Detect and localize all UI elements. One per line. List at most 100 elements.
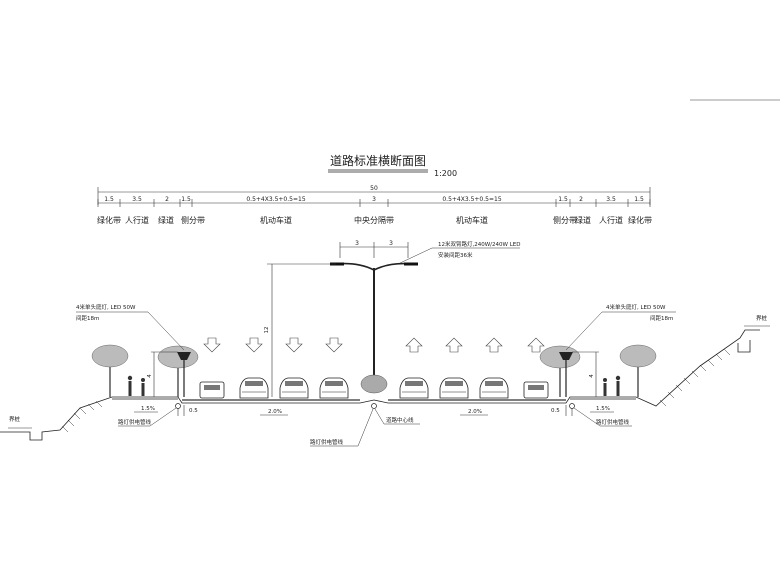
arrow-down-icon (203, 337, 221, 353)
segment-label: 3 (372, 196, 376, 203)
road-centerline-annotation: 道路中心线 (374, 408, 420, 425)
right-side-lamp (559, 352, 573, 397)
left-pole-height: 4 (147, 374, 153, 378)
left-boundary-marker: 界桩 (8, 415, 32, 429)
car-window (445, 381, 463, 386)
car-window (204, 385, 220, 390)
car-window (245, 381, 263, 386)
car-icon (199, 381, 225, 399)
traffic-direction-arrows-left (203, 337, 343, 353)
segment-label: 2 (165, 196, 169, 203)
median-dimension: 3 3 (339, 240, 409, 258)
segment-label: 3.5 (132, 196, 142, 203)
tree-icon (539, 345, 581, 397)
segment-label: 1.5 (181, 196, 191, 203)
car-icon (523, 381, 549, 399)
segment-label: 1.5 (558, 196, 568, 203)
center-pole-height-dimension: 12 (264, 263, 336, 397)
pedestrian-icon (127, 375, 133, 396)
arrow-up-icon (527, 337, 545, 353)
zone-label-side-divider: 侧分带 (181, 215, 205, 225)
left-offset: 0.5 (189, 408, 198, 414)
left-carriage-slope: 2.0% (268, 409, 282, 415)
shrub-icon (360, 374, 388, 394)
center-conduit-annotation: 路灯供电管线 (310, 408, 374, 447)
segment-label: 3.5 (606, 196, 616, 203)
center-lamp-spacing: 安装间距36米 (438, 251, 473, 259)
total-width-label: 50 (370, 185, 378, 192)
car-icon (279, 377, 309, 399)
arrow-down-icon (285, 337, 303, 353)
zone-label-carriageway: 机动车道 (456, 215, 488, 225)
right-pole-height-dimension: 4 (572, 351, 599, 397)
right-sidewalk-slope: 1.5% (596, 406, 610, 412)
right-carriage-slope: 2.0% (468, 409, 482, 415)
car-window (485, 381, 503, 386)
conduit-markers (175, 403, 575, 409)
pedestrian-icon (615, 375, 621, 396)
center-lamp-spec: 12米双臂路灯,240W/240W LED (438, 240, 521, 248)
car-icon (479, 377, 509, 399)
segment-label: 2 (579, 196, 583, 203)
right-offset: 0.5 (551, 408, 560, 414)
left-pole-height-dimension: 4 (147, 351, 178, 397)
drawing-scale: 1:200 (434, 169, 457, 178)
left-lamp-spec: 4米单头庭灯, LED 50W (76, 303, 136, 311)
arrow-up-icon (485, 337, 503, 353)
segment-label: 0.5+4X3.5+0.5=15 (246, 196, 305, 203)
left-boundary-label: 界桩 (9, 415, 21, 423)
car-window (528, 385, 544, 390)
zone-label-green-belt: 绿化带 (97, 215, 121, 225)
car-window (285, 381, 303, 386)
median-dim-right: 3 (389, 240, 393, 247)
arrow-down-icon (325, 337, 343, 353)
center-double-arm-lamp (330, 262, 418, 382)
segment-label: 1.5 (634, 196, 644, 203)
right-pole-height: 4 (589, 374, 595, 378)
zone-label-sidewalk: 人行道 (125, 215, 149, 225)
arrow-down-icon (245, 337, 263, 353)
left-conduit-annotation: 路灯供电管线 (118, 407, 177, 427)
cyclist-icon (141, 378, 145, 396)
cyclist-icon (603, 378, 607, 396)
arrow-up-icon (405, 337, 423, 353)
right-boundary-marker: 界桩 (744, 314, 770, 327)
zone-label-green-belt: 绿化带 (628, 215, 652, 225)
left-lamp-spacing: 间距18m (76, 314, 99, 322)
road-profile (0, 329, 760, 441)
car-window (405, 381, 423, 386)
car-icon (239, 377, 269, 399)
vehicles (199, 377, 549, 399)
left-conduit-label: 路灯供电管线 (118, 418, 152, 426)
car-window (325, 381, 343, 386)
drawing-title: 道路标准横断面图 (330, 153, 426, 168)
median-dim-left: 3 (355, 240, 359, 247)
car-icon (439, 377, 469, 399)
right-conduit-label: 路灯供电管线 (596, 418, 630, 426)
traffic-direction-arrows-right (405, 337, 545, 353)
car-icon (319, 377, 349, 399)
zone-label-greenway: 绿道 (575, 215, 591, 225)
zone-label-central-median: 中央分隔带 (354, 215, 394, 225)
segment-ticks (97, 199, 651, 207)
tree-icon (619, 344, 657, 397)
right-conduit-annotation: 路灯供电管线 (573, 407, 632, 427)
right-boundary-label: 界桩 (756, 314, 768, 322)
center-pole-height: 12 (264, 327, 270, 334)
center-conduit-label: 路灯供电管线 (310, 438, 344, 446)
segment-labels: 1.5 3.5 2 1.5 0.5+4X3.5+0.5=15 3 0.5+4X3… (104, 196, 644, 203)
road-centerline-label: 道路中心线 (386, 416, 414, 424)
tree-icon (91, 344, 129, 397)
right-lamp-annotation: 4米单头庭灯, LED 50W 间距18m (565, 303, 676, 351)
tree-icon (157, 345, 199, 397)
left-lamp-annotation: 4米单头庭灯, LED 50W 间距18m (76, 303, 185, 351)
right-lamp-spacing: 间距18m (650, 314, 673, 322)
segment-label: 1.5 (104, 196, 114, 203)
zone-label-side-divider: 侧分带 (553, 215, 577, 225)
car-icon (399, 377, 429, 399)
left-sidewalk-slope: 1.5% (141, 406, 155, 412)
arrow-up-icon (445, 337, 463, 353)
zone-label-sidewalk: 人行道 (599, 215, 623, 225)
segment-label: 0.5+4X3.5+0.5=15 (442, 196, 501, 203)
